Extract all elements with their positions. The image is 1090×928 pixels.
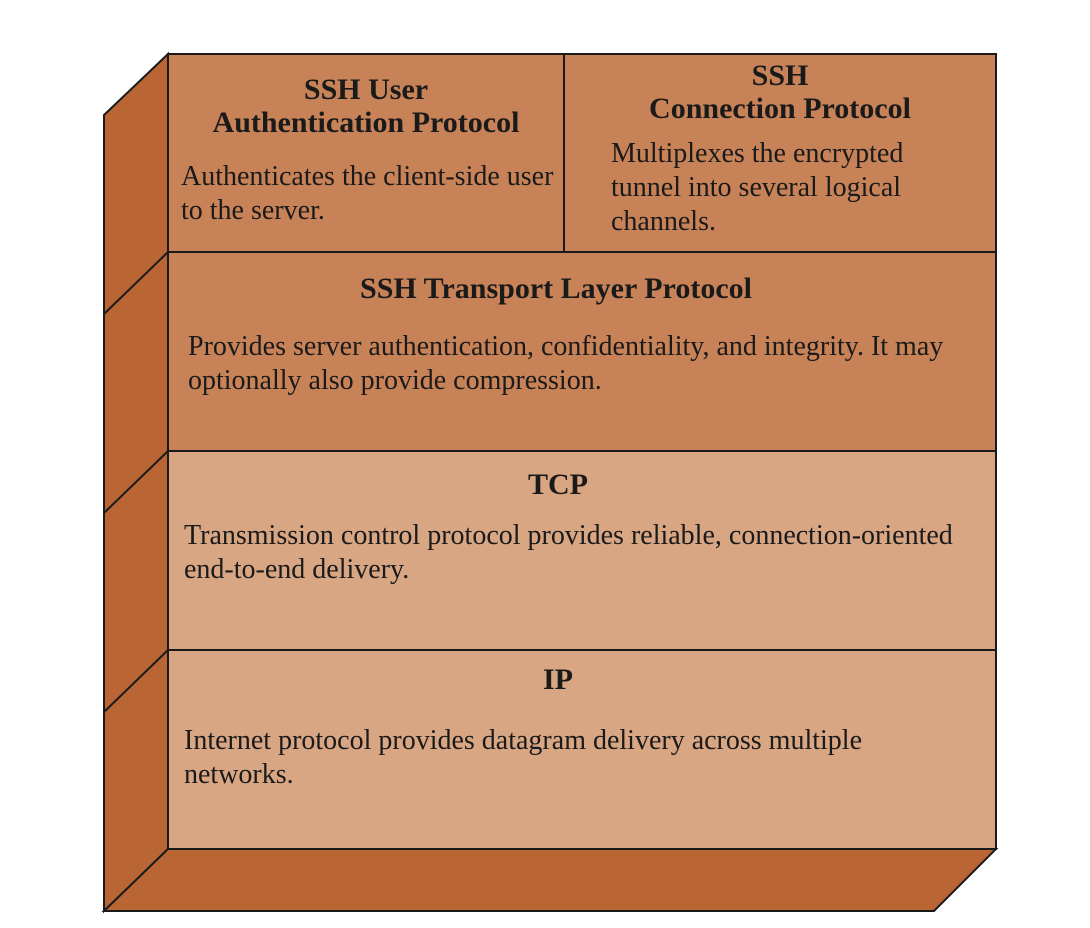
transport-title: SSH Transport Layer Protocol [360,272,752,305]
transport-layer-box [167,251,997,452]
side-divider-tcp [103,450,169,514]
connection-title-line2: Connection Protocol [649,92,911,125]
user-auth-description: Authenticates the client-side user to th… [181,161,554,226]
stack-bottom-face [101,848,999,912]
tcp-title: TCP [528,468,588,501]
ip-title: IP [543,663,573,696]
tcp-layer-box [167,450,997,651]
connection-title: SSH Connection Protocol [564,59,996,125]
user-auth-title-line2: Authentication Protocol [212,106,520,139]
side-divider-ip [103,649,169,713]
ip-layer-box [167,649,997,850]
connection-description: Multiplexes the encrypted tunnel into se… [611,138,904,237]
ip-description: Internet protocol provides datagram deli… [184,725,863,790]
connection-layer-box [563,53,997,253]
side-divider-transport [103,251,169,315]
transport-description: Provides server authentication, confiden… [188,331,944,396]
user-auth-title: SSH User Authentication Protocol [168,73,564,139]
connection-title-line1: SSH [751,59,809,92]
tcp-description: Transmission control protocol provides r… [184,520,953,585]
user-auth-title-line1: SSH User [303,73,429,106]
